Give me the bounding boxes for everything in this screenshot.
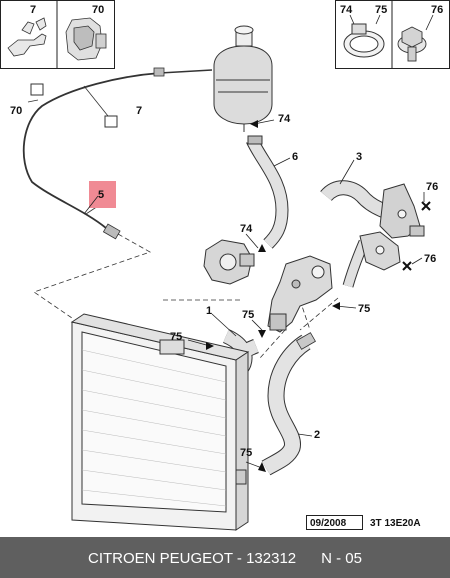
callout-75-right: 75	[358, 303, 370, 315]
footer-part-reference: CITROEN PEUGEOT - 132312 N - 05	[88, 550, 362, 567]
radiator	[70, 313, 250, 531]
callout-76-upper: 76	[426, 181, 438, 193]
date-code: 09/2008	[310, 518, 347, 529]
footer-bar	[0, 537, 450, 578]
callout-5: 5	[98, 189, 104, 201]
inset-right-label-74: 74	[340, 4, 353, 16]
callout-75-left: 75	[170, 331, 182, 343]
water-outlet-housing	[267, 255, 333, 333]
diagram-code: 3T 13E20A	[370, 518, 421, 529]
inset-left-label-70: 70	[92, 4, 104, 16]
callout-7: 7	[136, 105, 142, 117]
outlet-flange-3	[359, 183, 425, 271]
inset-right-label-75: 75	[375, 4, 387, 16]
callout-74-lower: 74	[240, 223, 253, 235]
grommet-icon	[65, 17, 107, 61]
highlight-part-5	[89, 181, 116, 208]
callout-2: 2	[314, 429, 320, 441]
callout-76-lower: 76	[424, 253, 436, 265]
callout-arrows	[206, 120, 340, 472]
expansion-tank	[213, 25, 273, 132]
callout-70: 70	[10, 105, 22, 117]
hose-2	[261, 332, 316, 476]
callout-74-upper: 74	[278, 113, 291, 125]
date-code-box	[306, 515, 363, 530]
inset-left-label-7: 7	[30, 4, 36, 16]
clip-bracket-icon	[7, 17, 47, 57]
callout-3: 3	[356, 151, 362, 163]
flange-bolt-icon	[397, 26, 427, 62]
hose-6	[246, 135, 289, 249]
callout-75-center: 75	[242, 309, 254, 321]
sensor-cable	[22, 67, 213, 240]
bolt-x-icon	[402, 261, 412, 271]
callout-leaders	[83, 119, 425, 469]
inset-left: 7 70	[0, 0, 115, 69]
callout-1: 1	[206, 305, 212, 317]
marker-square-7	[104, 115, 118, 128]
marker-square-70	[30, 83, 44, 96]
inset-right-label-76: 76	[431, 4, 443, 16]
bolt-x-icon	[421, 201, 431, 211]
hose-clamp-icon	[343, 23, 385, 58]
callout-6: 6	[292, 151, 298, 163]
inset-right: 74 75 76	[335, 0, 450, 69]
thermostat-housing	[203, 239, 255, 285]
callout-75-bottom: 75	[240, 447, 252, 459]
